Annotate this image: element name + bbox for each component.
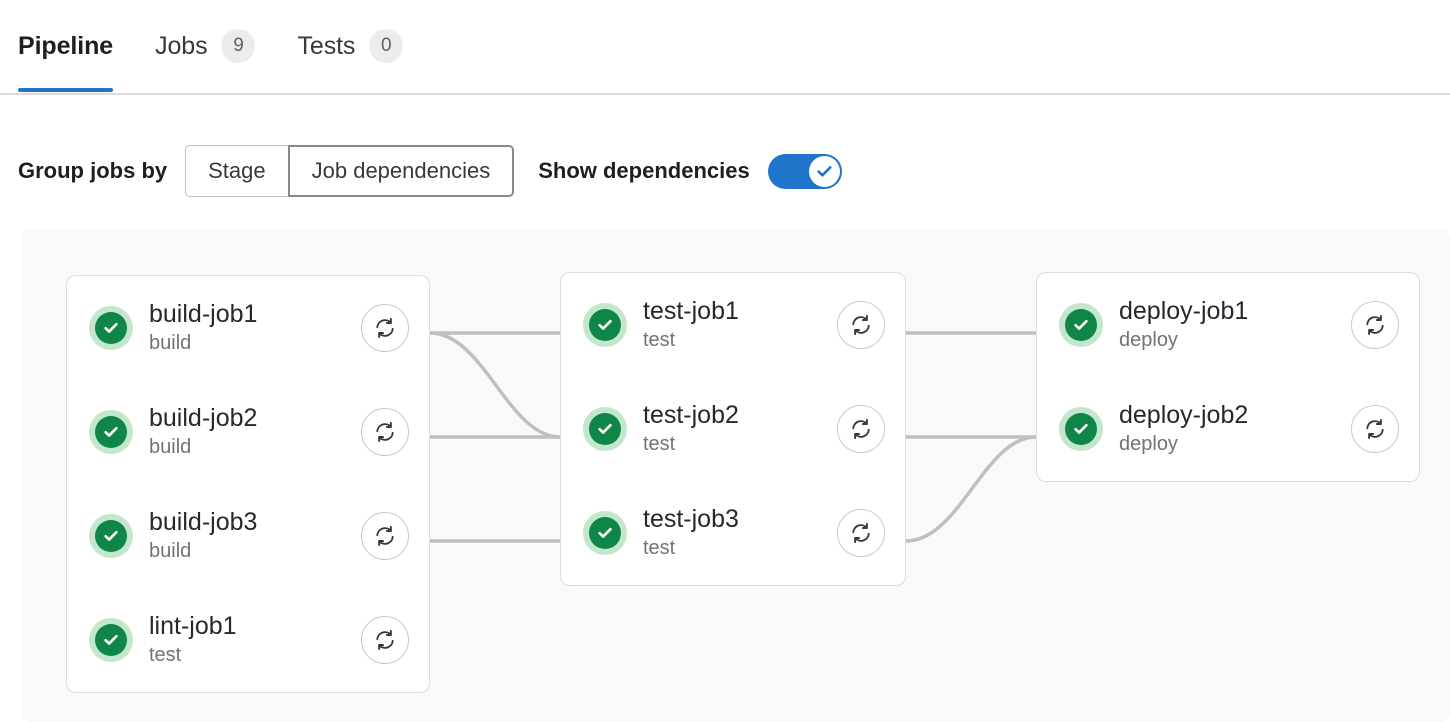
retry-icon[interactable] xyxy=(837,301,885,349)
job-name: test-job3 xyxy=(643,504,739,533)
job-row-build-job2[interactable]: build-job2 build xyxy=(67,380,429,484)
tab-bar-divider xyxy=(0,93,1450,95)
job-stage: test xyxy=(643,433,676,456)
edge-test-job3-deploy-job2 xyxy=(905,435,1037,543)
job-text: test-job1 test xyxy=(643,297,827,354)
tab-jobs[interactable]: Jobs 9 xyxy=(155,0,256,92)
job-row-test-job2[interactable]: test-job2 test xyxy=(561,377,905,481)
show-dependencies-label: Show dependencies xyxy=(538,158,750,183)
job-text: test-job3 test xyxy=(643,505,827,562)
tab-tests[interactable]: Tests 0 xyxy=(297,0,404,92)
job-stage: test xyxy=(643,537,676,560)
group-jobs-by-label: Group jobs by xyxy=(18,158,168,183)
retry-icon[interactable] xyxy=(361,512,409,560)
check-circle-icon xyxy=(1059,407,1103,451)
check-circle-icon xyxy=(583,407,627,451)
job-row-deploy-job1[interactable]: deploy-job1 deploy xyxy=(1037,273,1419,377)
job-name: deploy-job1 xyxy=(1119,296,1249,325)
test-column: test-job1 test test-job2 test xyxy=(560,272,906,586)
show-dependencies-control: Show dependencies xyxy=(538,153,842,189)
check-circle-icon xyxy=(89,410,133,454)
tab-pipeline-label: Pipeline xyxy=(18,31,114,60)
job-text: deploy-job2 deploy xyxy=(1119,401,1341,458)
job-stage: build xyxy=(149,332,192,355)
tab-active-indicator xyxy=(18,88,114,92)
group-by-job-dependencies-button[interactable]: Job dependencies xyxy=(287,145,515,197)
retry-icon[interactable] xyxy=(837,405,885,453)
deploy-column: deploy-job1 deploy deploy-job2 deploy xyxy=(1036,272,1420,482)
job-text: lint-job1 test xyxy=(149,612,351,669)
tab-tests-badge: 0 xyxy=(369,29,404,63)
check-circle-icon xyxy=(583,303,627,347)
job-name: build-job1 xyxy=(149,299,258,328)
edge-build-job1-test-job2 xyxy=(429,331,561,439)
toggle-knob xyxy=(808,155,840,187)
tab-jobs-badge: 9 xyxy=(221,29,256,63)
job-name: lint-job1 xyxy=(149,611,237,640)
tab-pipeline[interactable]: Pipeline xyxy=(18,0,113,92)
check-circle-icon xyxy=(89,618,133,662)
check-circle-icon xyxy=(1059,303,1103,347)
job-row-build-job1[interactable]: build-job1 build xyxy=(67,276,429,380)
job-row-lint-job1[interactable]: lint-job1 test xyxy=(67,588,429,692)
show-dependencies-toggle[interactable] xyxy=(767,153,842,189)
job-stage: test xyxy=(643,329,676,352)
job-name: deploy-job2 xyxy=(1119,400,1249,429)
retry-icon[interactable] xyxy=(361,408,409,456)
retry-icon[interactable] xyxy=(837,509,885,557)
retry-icon[interactable] xyxy=(361,616,409,664)
job-stage: build xyxy=(149,540,192,563)
job-stage: deploy xyxy=(1119,329,1178,352)
retry-icon[interactable] xyxy=(1351,301,1399,349)
tab-tests-label: Tests xyxy=(297,31,356,60)
check-circle-icon xyxy=(89,514,133,558)
tab-list: Pipeline Jobs 9 Tests 0 xyxy=(18,0,445,92)
job-row-build-job3[interactable]: build-job3 build xyxy=(67,484,429,588)
job-text: deploy-job1 deploy xyxy=(1119,297,1341,354)
job-stage: test xyxy=(149,644,182,667)
check-circle-icon xyxy=(89,306,133,350)
job-text: build-job3 build xyxy=(149,508,351,565)
pipeline-graph: build-job1 build build-job2 build xyxy=(22,230,1450,722)
job-stage: deploy xyxy=(1119,433,1178,456)
retry-icon[interactable] xyxy=(1351,405,1399,453)
job-name: build-job3 xyxy=(149,507,258,536)
job-stage: build xyxy=(149,436,192,459)
job-text: build-job2 build xyxy=(149,404,351,461)
tab-jobs-label: Jobs xyxy=(155,31,208,60)
job-name: test-job2 xyxy=(643,400,739,429)
job-row-test-job1[interactable]: test-job1 test xyxy=(561,273,905,377)
build-column: build-job1 build build-job2 build xyxy=(66,275,430,693)
graph-controls: Group jobs by Stage Job dependencies Sho… xyxy=(18,145,842,197)
job-row-deploy-job2[interactable]: deploy-job2 deploy xyxy=(1037,377,1419,481)
tab-bar: Pipeline Jobs 9 Tests 0 xyxy=(0,0,1450,96)
job-text: test-job2 test xyxy=(643,401,827,458)
group-by-segmented-control: Stage Job dependencies xyxy=(185,145,515,197)
check-circle-icon xyxy=(583,511,627,555)
retry-icon[interactable] xyxy=(361,304,409,352)
group-by-stage-button[interactable]: Stage xyxy=(185,145,288,197)
check-icon xyxy=(817,165,832,177)
job-text: build-job1 build xyxy=(149,300,351,357)
job-name: test-job1 xyxy=(643,296,739,325)
job-name: build-job2 xyxy=(149,403,258,432)
job-row-test-job3[interactable]: test-job3 test xyxy=(561,481,905,585)
